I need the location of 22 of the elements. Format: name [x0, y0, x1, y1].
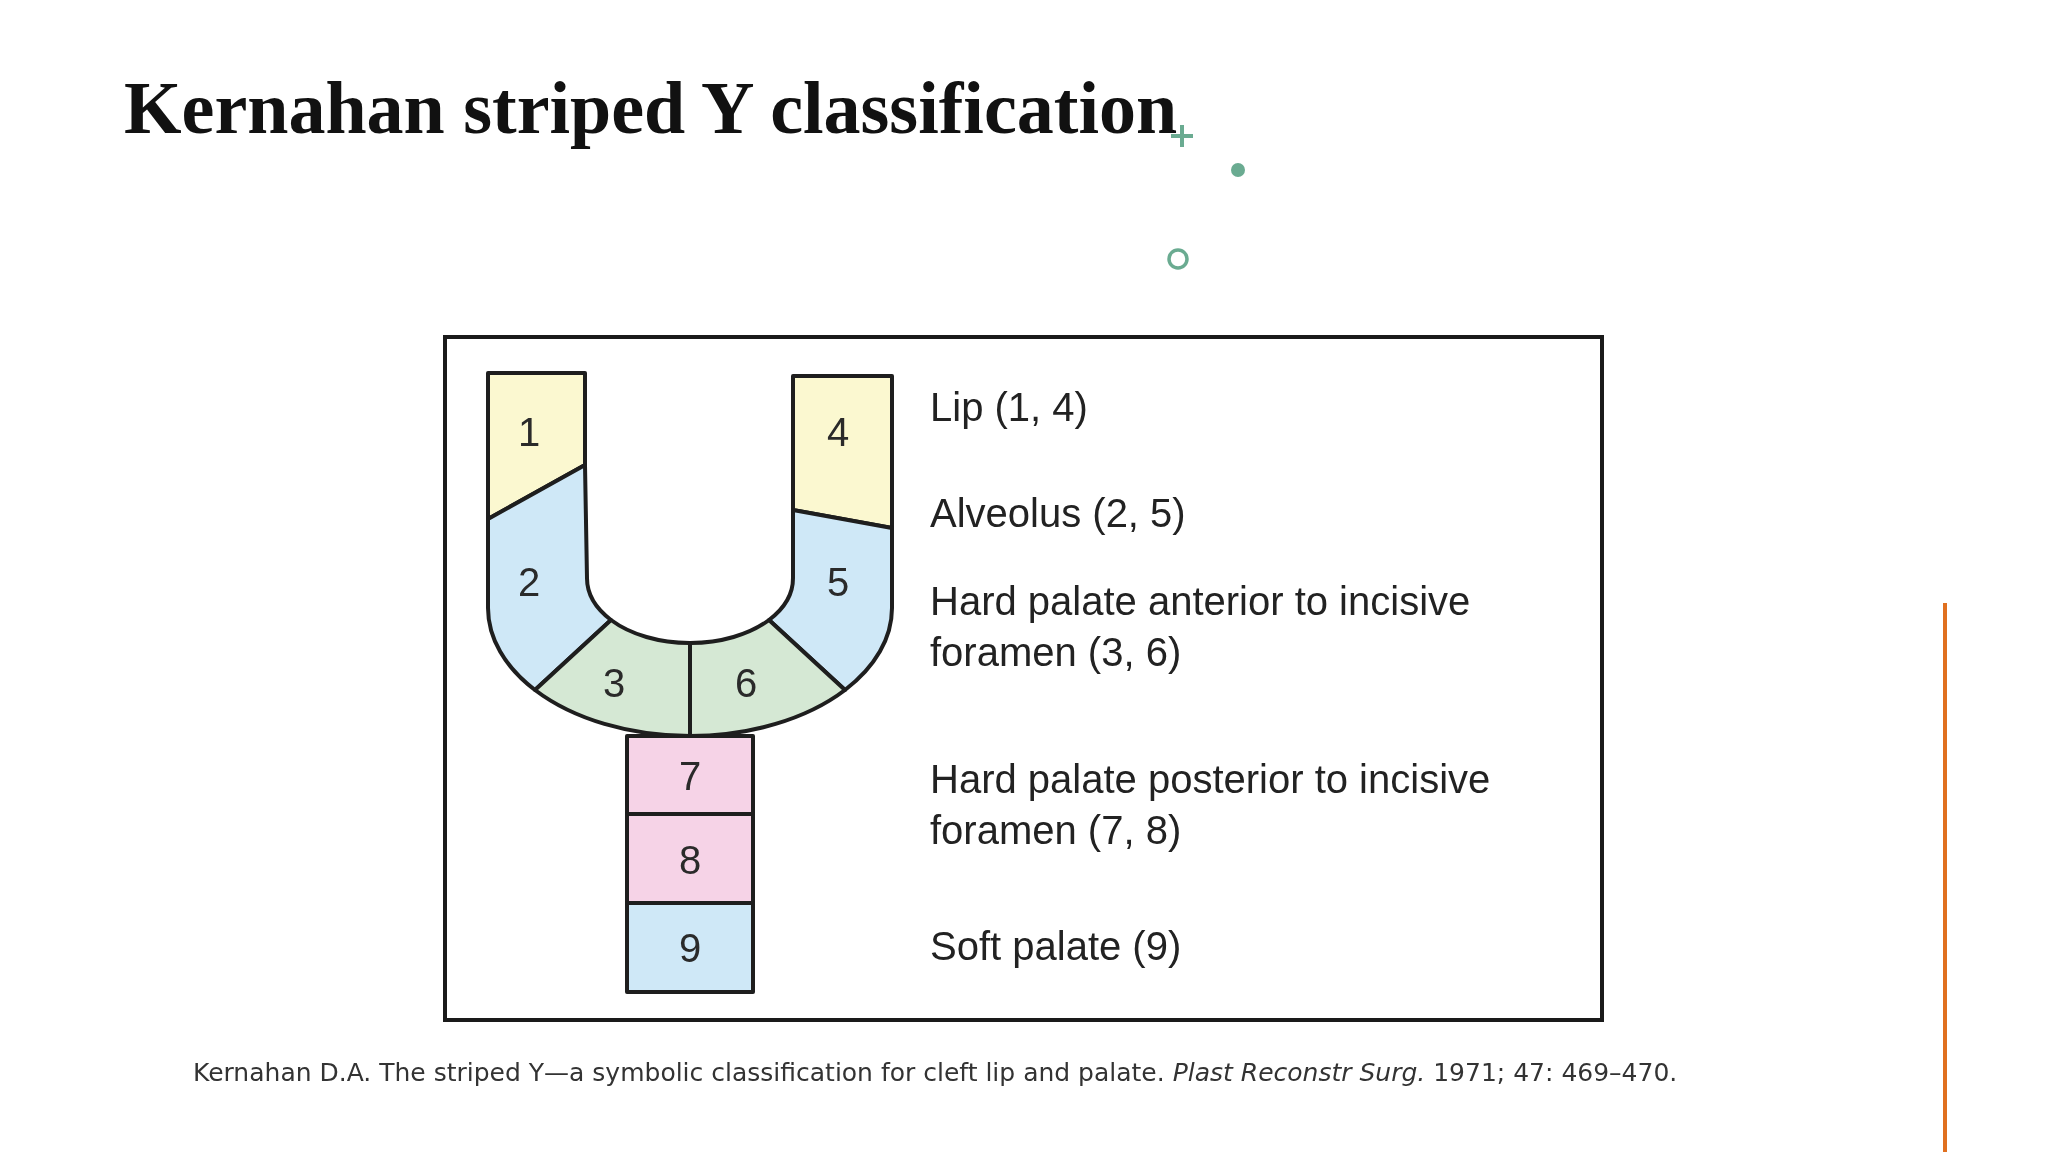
segment-number: 8 — [678, 840, 702, 880]
legend-text: Lip (1, 4) — [930, 384, 1089, 431]
palate-segment — [767, 508, 894, 692]
legend-text: Hard palate posterior to incisive foramen (7, 8) — [930, 756, 1492, 854]
palate-segment — [625, 734, 755, 816]
palate-segment — [625, 812, 755, 905]
legend-text: Soft palate (9) — [930, 923, 1183, 970]
legend-text: Hard palate anterior to incisive foramen (3, 6) — [930, 578, 1472, 676]
legend-text: Alveolus (2, 5) — [930, 490, 1187, 537]
palate-segment — [625, 901, 755, 994]
palate-segment — [791, 374, 894, 530]
segment-number: 5 — [826, 562, 850, 602]
segment-number: 1 — [517, 412, 541, 452]
slide-title: Kernahan striped Y classification — [124, 66, 1178, 151]
segment-number: 7 — [678, 756, 702, 796]
segment-number: 4 — [826, 412, 850, 452]
segment-number: 2 — [517, 562, 541, 602]
palate-segment — [486, 371, 587, 521]
segment-number: 9 — [678, 928, 702, 968]
citation: Kernahan D.A. The striped Y—a symbolic classification for cleft lip and palate. Plast Reconstr Surg. 1971; 47: 469–470. — [193, 1058, 1678, 1087]
segment-number: 3 — [602, 663, 626, 703]
segment-number: 6 — [734, 663, 758, 703]
